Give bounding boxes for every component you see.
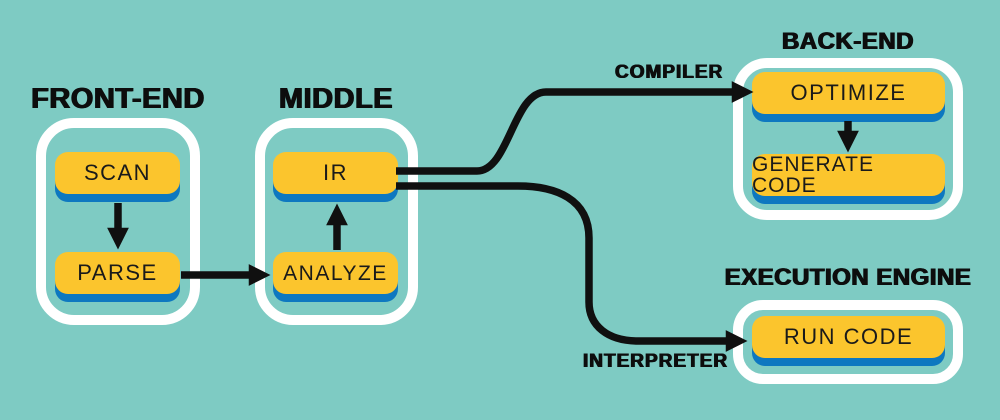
compiler-edge-label: COMPILER xyxy=(615,62,724,83)
scan-label: SCAN xyxy=(83,160,152,185)
back-end-group xyxy=(733,58,963,220)
ir-to-run-code-interpreter-arrow xyxy=(396,182,748,352)
front-end-group xyxy=(36,118,200,325)
front-end-title: FRONT-END xyxy=(31,83,205,115)
middle-group xyxy=(255,118,418,325)
optimize-label: OPTIMIZE xyxy=(790,80,907,105)
ir-label: IR xyxy=(323,160,348,185)
analyze-box: ANALYZE xyxy=(273,252,398,294)
generate-code-label: GENERATE CODE xyxy=(752,153,874,197)
back-end-title: BACK-END xyxy=(782,28,914,55)
parse-label: PARSE xyxy=(77,260,158,285)
optimize-box: OPTIMIZE xyxy=(752,72,945,114)
run-code-label: RUN CODE xyxy=(783,324,914,349)
middle-title: MIDDLE xyxy=(278,83,394,115)
parse-box: PARSE xyxy=(55,252,180,294)
scan-box: SCAN xyxy=(55,152,180,194)
generate-code-box: GENERATE CODE xyxy=(752,154,945,196)
run-code-box: RUN CODE xyxy=(752,316,945,358)
ir-box: IR xyxy=(273,152,398,194)
interpreter-edge-label: INTERPRETER xyxy=(583,351,729,372)
ir-to-optimize-compiler-arrow xyxy=(396,81,754,175)
analyze-label: ANALYZE xyxy=(283,261,388,285)
execution-engine-title: EXECUTION ENGINE xyxy=(724,264,972,291)
